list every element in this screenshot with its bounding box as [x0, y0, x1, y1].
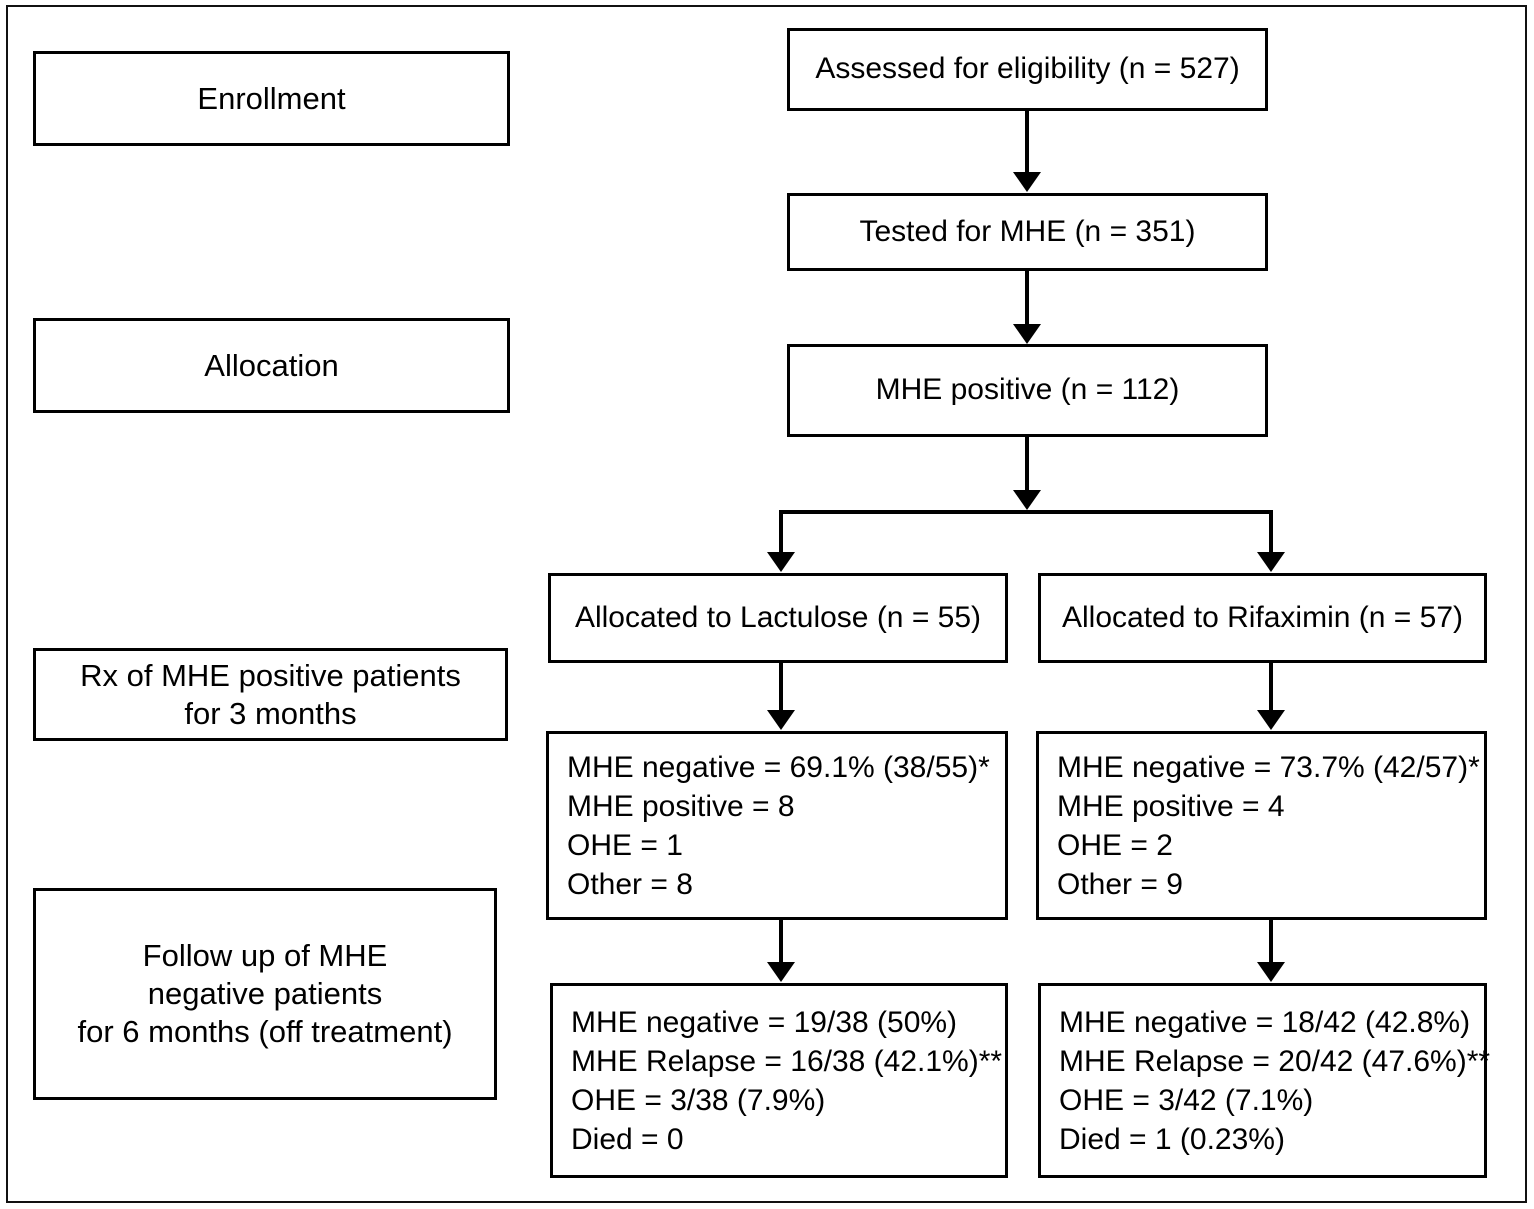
outcome-line: Other = 9 — [1057, 867, 1183, 901]
arrowhead-rifaximin-3mo-to-6mo — [1257, 962, 1285, 982]
stage-label-followup-line-2: for 6 months (off treatment) — [77, 1013, 453, 1049]
outcome-line: MHE Relapse = 20/42 (47.6%)** — [1059, 1044, 1491, 1078]
outcome-line: MHE negative = 69.1% (38/55)* — [567, 750, 990, 784]
node-allocated-rifaximin-line-0: Allocated to Rifaximin (n = 57) — [1061, 600, 1463, 634]
connector-rifaximin-3mo-to-6mo — [1269, 920, 1273, 965]
node-tested-line-0: Tested for MHE (n = 351) — [859, 214, 1196, 248]
stage-label-rx-3-months: Rx of MHE positive patients for 3 months — [33, 648, 508, 741]
connector-split-left-drop — [779, 510, 783, 557]
outcome-line: MHE negative = 19/38 (50%) — [571, 1005, 958, 1039]
node-mhe-positive-line-0: MHE positive (n = 112) — [875, 373, 1180, 407]
outcome-line: MHE negative = 73.7% (42/57)* — [1057, 750, 1480, 784]
arrowhead-lactulose-3mo-to-6mo — [767, 962, 795, 982]
stage-label-rx-line-1: for 3 months — [184, 695, 357, 731]
connector-tested-to-mhe-positive — [1025, 271, 1029, 325]
outcome-line: Died = 0 — [571, 1122, 684, 1156]
connector-split-right-drop — [1269, 510, 1273, 557]
arrowhead-lactulose-alloc-to-3mo — [767, 710, 795, 730]
arrowhead-mhe-positive-stem — [1013, 490, 1041, 510]
arrowhead-assessed-to-tested — [1013, 172, 1041, 192]
stage-label-rx-line-0: Rx of MHE positive patients — [80, 657, 461, 693]
node-allocated-lactulose: Allocated to Lactulose (n = 55) — [548, 573, 1008, 663]
outcome-line: Died = 1 (0.23%) — [1059, 1122, 1285, 1156]
node-assessed-for-eligibility: Assessed for eligibility (n = 527) — [787, 28, 1268, 111]
node-lactulose-6-month-outcomes: MHE negative = 19/38 (50%) MHE Relapse =… — [550, 983, 1008, 1178]
connector-rifaximin-alloc-to-3mo — [1269, 663, 1273, 713]
stage-label-enrollment-line-0: Enrollment — [197, 80, 346, 116]
outcome-line: MHE negative = 18/42 (42.8%) — [1059, 1005, 1471, 1039]
arrowhead-tested-to-mhe-positive — [1013, 324, 1041, 344]
outcome-line: OHE = 1 — [567, 828, 683, 862]
connector-lactulose-3mo-to-6mo — [779, 920, 783, 965]
outcome-line: OHE = 2 — [1057, 828, 1173, 862]
outcome-line: MHE positive = 4 — [1057, 789, 1285, 823]
arrowhead-split-left — [767, 552, 795, 572]
node-allocated-lactulose-line-0: Allocated to Lactulose (n = 55) — [574, 600, 982, 634]
arrowhead-rifaximin-alloc-to-3mo — [1257, 710, 1285, 730]
node-allocated-rifaximin: Allocated to Rifaximin (n = 57) — [1038, 573, 1487, 663]
outcome-line: OHE = 3/42 (7.1%) — [1059, 1083, 1314, 1117]
node-lactulose-3-month-outcomes: MHE negative = 69.1% (38/55)* MHE positi… — [546, 731, 1008, 920]
stage-label-allocation: Allocation — [33, 318, 510, 413]
connector-split-bus — [779, 510, 1273, 514]
arrowhead-split-right — [1257, 552, 1285, 572]
connector-mhe-positive-stem — [1025, 437, 1029, 497]
outcome-line: MHE positive = 8 — [567, 789, 795, 823]
diagram-outer-frame — [6, 5, 1527, 1203]
connector-assessed-to-tested — [1025, 111, 1029, 173]
stage-label-followup-6-months: Follow up of MHE negative patients for 6… — [33, 888, 497, 1100]
outcome-line: Other = 8 — [567, 867, 693, 901]
node-tested-for-mhe: Tested for MHE (n = 351) — [787, 193, 1268, 271]
stage-label-allocation-line-0: Allocation — [204, 347, 339, 383]
node-assessed-line-0: Assessed for eligibility (n = 527) — [815, 52, 1240, 86]
stage-label-followup-line-0: Follow up of MHE — [142, 938, 388, 974]
node-rifaximin-3-month-outcomes: MHE negative = 73.7% (42/57)* MHE positi… — [1036, 731, 1487, 920]
outcome-line: OHE = 3/38 (7.9%) — [571, 1083, 826, 1117]
node-rifaximin-6-month-outcomes: MHE negative = 18/42 (42.8%) MHE Relapse… — [1038, 983, 1491, 1178]
stage-label-followup-line-1: negative patients — [147, 976, 383, 1012]
node-mhe-positive: MHE positive (n = 112) — [787, 344, 1268, 437]
stage-label-enrollment: Enrollment — [33, 51, 510, 146]
outcome-line: MHE Relapse = 16/38 (42.1%)** — [571, 1044, 1003, 1078]
connector-lactulose-alloc-to-3mo — [779, 663, 783, 713]
